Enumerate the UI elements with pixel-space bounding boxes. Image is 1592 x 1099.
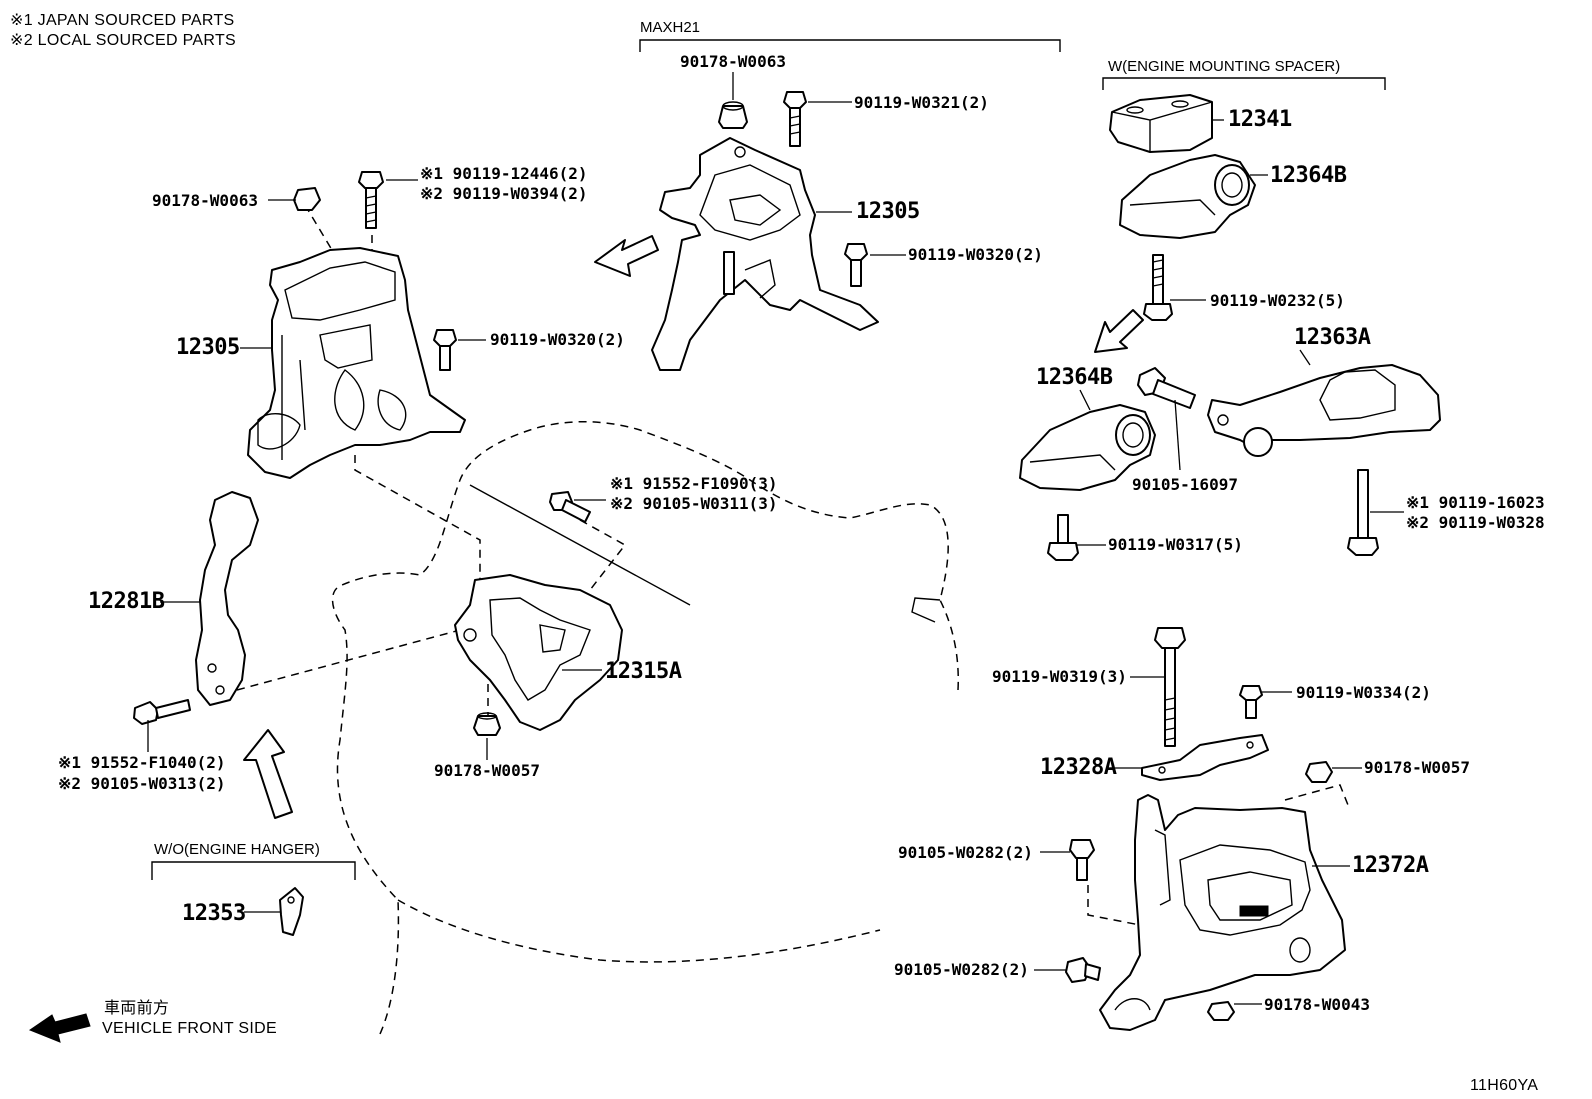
part-label-90119-w0334: 90119-W0334(2) [1296,683,1431,702]
part-label-12315a: 12315A [605,659,682,684]
bolt-90119-12446 [358,171,384,229]
nut-90178-w0063-left [293,187,321,211]
stud-maxh21 [723,251,735,295]
bracket-12328a [1141,734,1269,781]
vehicle-front-en: VEHICLE FRONT SIDE [102,1020,277,1037]
vehicle-front-arrow-icon [28,1013,91,1043]
bolt-90119-w0321 [783,91,807,147]
part-label-12281b: 12281B [88,589,165,614]
part-label-90105-w0313: ※2 90105-W0313(2) [58,774,226,793]
engine-mount-12305-maxh21 [651,137,879,371]
bolt-91552-f1040 [133,699,191,725]
mount-12364b-mid [1019,404,1156,491]
part-label-91552-f1040: ※1 91552-F1040(2) [58,753,226,772]
part-label-12363a: 12363A [1294,325,1371,350]
part-label-90178-w0057-mid: 90178-W0057 [434,761,540,780]
bolt-90105-w0282-a [1069,839,1095,881]
part-label-90105-w0282-a: 90105-W0282(2) [898,843,1033,862]
part-label-12305-left: 12305 [176,335,240,360]
engine-bracket-12315a [454,574,623,731]
part-label-90119-w0320-top: 90119-W0320(2) [908,245,1043,264]
part-label-90119-w0320-left: 90119-W0320(2) [490,330,625,349]
direction-arrow-top [594,235,659,277]
vehicle-front-jp: 車両前方 [104,998,170,1017]
bolt-91552-f1090 [549,491,591,523]
bolt-90119-16023 [1347,469,1379,556]
group-label-hanger: W/O(ENGINE HANGER) [154,841,320,858]
nut-90178-w0057-mid [473,712,501,736]
part-label-12364b-mid: 12364B [1036,365,1113,390]
part-label-90119-w0321: 90119-W0321(2) [854,93,989,112]
part-label-90119-w0232: 90119-W0232(5) [1210,291,1345,310]
part-label-12372a: 12372A [1352,853,1429,878]
part-label-12341: 12341 [1228,107,1292,132]
torque-rod-12363a [1207,364,1441,457]
part-label-90105-16097: 90105-16097 [1132,475,1238,494]
mount-12372a [1099,794,1346,1031]
diagram-code: 11H60YA [1470,1077,1539,1094]
part-label-90119-16023: ※1 90119-16023 [1406,493,1545,512]
part-label-90105-w0282-b: 90105-W0282(2) [894,960,1029,979]
group-bracket-hanger [151,861,356,880]
engine-outline [331,421,960,1035]
bolt-90119-w0320-top [844,243,868,287]
part-label-90119-w0328: ※2 90119-W0328 [1406,513,1545,532]
part-label-90119-w0317: 90119-W0317(5) [1108,535,1243,554]
spacer-12341 [1109,94,1213,153]
group-label-maxh21: MAXH21 [640,19,701,36]
part-label-90119-w0394: ※2 90119-W0394(2) [420,184,588,203]
bolt-90119-w0334 [1239,685,1263,719]
bolt-90119-w0320-left [433,329,457,371]
clip-12353 [279,887,304,936]
direction-arrow-right [1094,309,1144,353]
part-label-90178-w0063-top: 90178-W0063 [680,52,786,71]
part-label-12353: 12353 [182,901,246,926]
part-label-90178-w0043: 90178-W0043 [1264,995,1370,1014]
nut-90178-w0043 [1207,1001,1235,1021]
bolt-90119-w0317 [1047,514,1079,561]
bolt-90105-w0282-b [1065,957,1101,983]
part-label-12305-top: 12305 [856,199,920,224]
engine-mount-12305-left [247,247,466,479]
leader-lines [147,72,1404,1005]
part-label-90178-w0057-right: 90178-W0057 [1364,758,1470,777]
bolt-90119-w0319 [1154,627,1186,747]
bolt-90119-w0232 [1143,254,1173,321]
part-label-12364b-top: 12364B [1270,163,1347,188]
part-label-12328a: 12328A [1040,755,1117,780]
part-label-90105-w0311: ※2 90105-W0311(3) [610,494,778,513]
note-japan-sourced: ※1 JAPAN SOURCED PARTS [10,12,235,29]
mount-12364b-top [1119,154,1256,239]
group-bracket-maxh21 [639,39,1061,52]
group-bracket-spacer [1102,77,1386,90]
part-label-90178-w0063-left: 90178-W0063 [152,191,258,210]
group-label-spacer: W(ENGINE MOUNTING SPACER) [1108,58,1341,75]
part-label-90119-12446: ※1 90119-12446(2) [420,164,588,183]
direction-arrow-up [243,729,293,819]
note-local-sourced: ※2 LOCAL SOURCED PARTS [10,32,236,49]
bolt-90105-16097 [1137,367,1196,409]
part-label-90119-w0319: 90119-W0319(3) [992,667,1127,686]
nut-90178-w0057-right [1305,761,1333,783]
part-label-91552-f1090: ※1 91552-F1090(3) [610,474,778,493]
engine-hanger-12281b [195,491,259,706]
nut-90178-w0063-top [718,101,748,129]
